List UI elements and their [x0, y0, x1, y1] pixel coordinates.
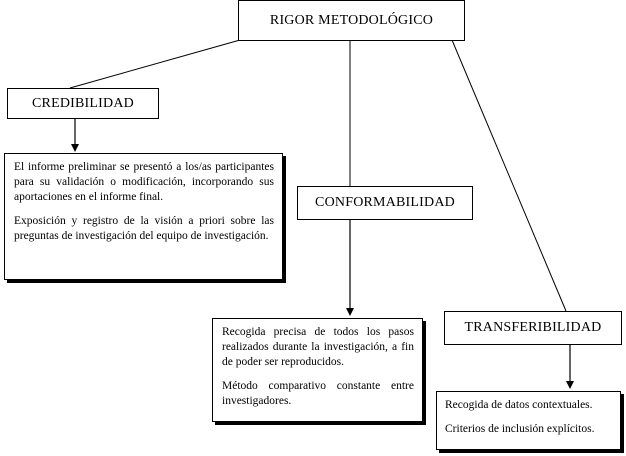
- line-root-to-transferibilidad: [451, 39, 567, 312]
- credibilidad-node: CREDIBILIDAD: [7, 88, 159, 119]
- transferibilidad-label: TRANSFERIBILIDAD: [464, 320, 602, 335]
- conformabilidad-details: Recogida precisa de todos los pasos real…: [212, 318, 423, 422]
- root-node: RIGOR METODOLÓGICO: [238, 0, 465, 41]
- line-root-to-credibilidad: [69, 39, 241, 89]
- credibilidad-label: CREDIBILIDAD: [32, 95, 134, 111]
- transferibilidad-item: Recogida de datos contextuales.: [445, 399, 593, 411]
- credibilidad-item: El informe preliminar se presentó a los/…: [14, 161, 274, 203]
- transferibilidad-node: TRANSFERIBILIDAD: [444, 311, 622, 345]
- transferibilidad-item: Criterios de inclusión explícitos.: [445, 423, 595, 435]
- conformabilidad-item: Método comparativo constante entre inves…: [222, 380, 414, 407]
- credibilidad-item: Exposición y registro de la visión a pri…: [14, 215, 274, 242]
- root-label: RIGOR METODOLÓGICO: [269, 12, 434, 28]
- credibilidad-details: El informe preliminar se presentó a los/…: [4, 153, 283, 280]
- transferibilidad-details: Recogida de datos contextuales. Criterio…: [436, 391, 621, 450]
- conformabilidad-label: CONFORMABILIDAD: [315, 195, 455, 210]
- conformabilidad-node: CONFORMABILIDAD: [297, 186, 473, 220]
- conformabilidad-item: Recogida precisa de todos los pasos real…: [222, 326, 414, 368]
